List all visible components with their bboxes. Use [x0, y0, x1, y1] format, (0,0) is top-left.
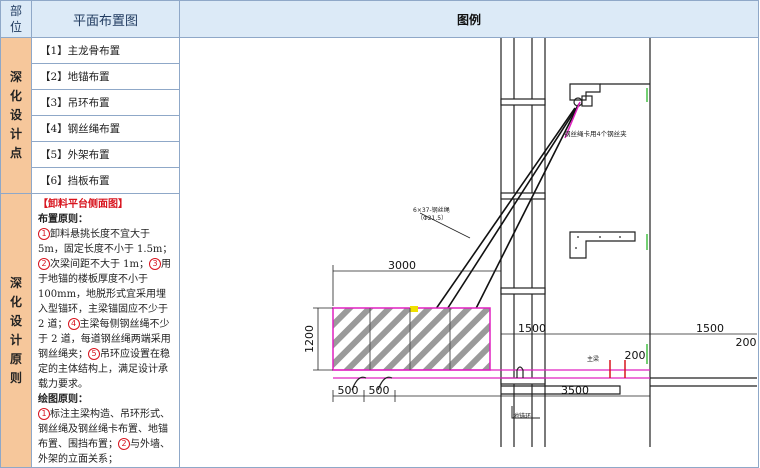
side-label-char: 点	[9, 146, 22, 160]
design-point-item: 【1】主龙骨布置	[31, 37, 180, 64]
design-point-item: 【6】挡板布置	[31, 167, 180, 194]
side-label-char: 计	[9, 127, 22, 141]
rule-number-badge: 3	[149, 258, 162, 270]
rule-text: 标注主梁构造、吊环形式、钢丝绳及钢丝绳卡布置、地锚布置、围挡布置；	[38, 409, 170, 450]
header-plan: 平面布置图	[31, 0, 180, 38]
dim-200-b: 200	[625, 349, 646, 362]
rule-text: 主梁每侧钢丝绳不少于 2 道，每道钢丝绳两端采用钢丝绳夹；	[38, 319, 171, 360]
dim-3000: 3000	[388, 259, 416, 272]
note-beam: 主梁	[587, 355, 599, 363]
rule-text: 吊环应设置在稳定的主体结构上，满足设计承载力要求。	[38, 349, 170, 390]
rule-number-badge: 2	[38, 258, 50, 270]
dim-1500-right: 1500	[696, 322, 724, 335]
note-rope: 6×37-钢丝绳	[413, 206, 450, 214]
drawing-heading: 绘图原则：	[38, 394, 88, 405]
platform-side-view-drawing: 3000 1500 1500 1200 200 200 500 500 3500…	[303, 38, 757, 447]
side-label-char: 计	[9, 332, 22, 347]
side-label-design-principles: 深化设计原则	[0, 193, 32, 468]
design-point-item: 【4】钢丝绳布置	[31, 115, 180, 142]
legend-drawing-cell: 3000 1500 1500 1200 200 200 500 500 3500…	[179, 37, 759, 468]
rule-number-badge: 2	[118, 438, 130, 450]
rope-anchor-marker	[410, 306, 418, 312]
header-legend: 图例	[179, 0, 759, 38]
rule-number-badge: 5	[88, 348, 100, 360]
side-label-char: 深	[9, 70, 22, 84]
side-label-char: 深	[9, 275, 22, 290]
dim-3500: 3500	[561, 384, 589, 397]
design-point-item: 【3】吊环布置	[31, 89, 180, 116]
principles-title: 【卸料平台侧面图】	[38, 199, 128, 210]
clamp-leader-line	[564, 101, 581, 139]
side-label-char: 化	[9, 294, 22, 309]
dim-200-a: 200	[736, 336, 757, 349]
note-clamp: 钢丝绳卡用4个钢丝夹	[564, 129, 627, 138]
rule-number-badge: 1	[38, 228, 50, 240]
rule-number-badge: 1	[38, 408, 50, 420]
dim-1200: 1200	[303, 325, 316, 353]
design-point-item: 【2】地锚布置	[31, 63, 180, 90]
layout-heading: 布置原则：	[38, 214, 88, 225]
note-rope-sub: （Φ21.5）	[417, 215, 447, 222]
dim-500-b: 500	[369, 384, 390, 397]
side-label-char: 设	[9, 313, 22, 328]
side-label-char: 设	[9, 108, 22, 122]
note-anchor: 地锚环	[513, 412, 531, 420]
rule-text: 次梁间距不大于 1m；	[50, 259, 150, 270]
side-label-text: 深化设计原则	[1, 274, 31, 388]
design-point-item: 【5】外架布置	[31, 141, 180, 168]
rule-text: 卸料悬挑长度不宜大于 5m，固定长度不小于 1.5m；	[38, 229, 173, 255]
rule-number-badge: 4	[67, 318, 80, 330]
discharge-platform-box	[332, 307, 491, 371]
dim-500-a: 500	[338, 384, 359, 397]
side-label-char: 化	[9, 89, 22, 103]
side-label-char: 则	[9, 370, 22, 385]
side-label-char: 原	[9, 351, 22, 366]
header-part: 部位	[0, 0, 32, 38]
rule-text: 用于地锚的楼板厚度不小于 100mm，地脱形式宜采用埋入型锚环，主梁锚固应不少于…	[38, 259, 172, 330]
side-label-text: 深化设计点	[1, 68, 31, 163]
side-label-design-points: 深化设计点	[0, 37, 32, 194]
dim-1500-left: 1500	[518, 322, 546, 335]
